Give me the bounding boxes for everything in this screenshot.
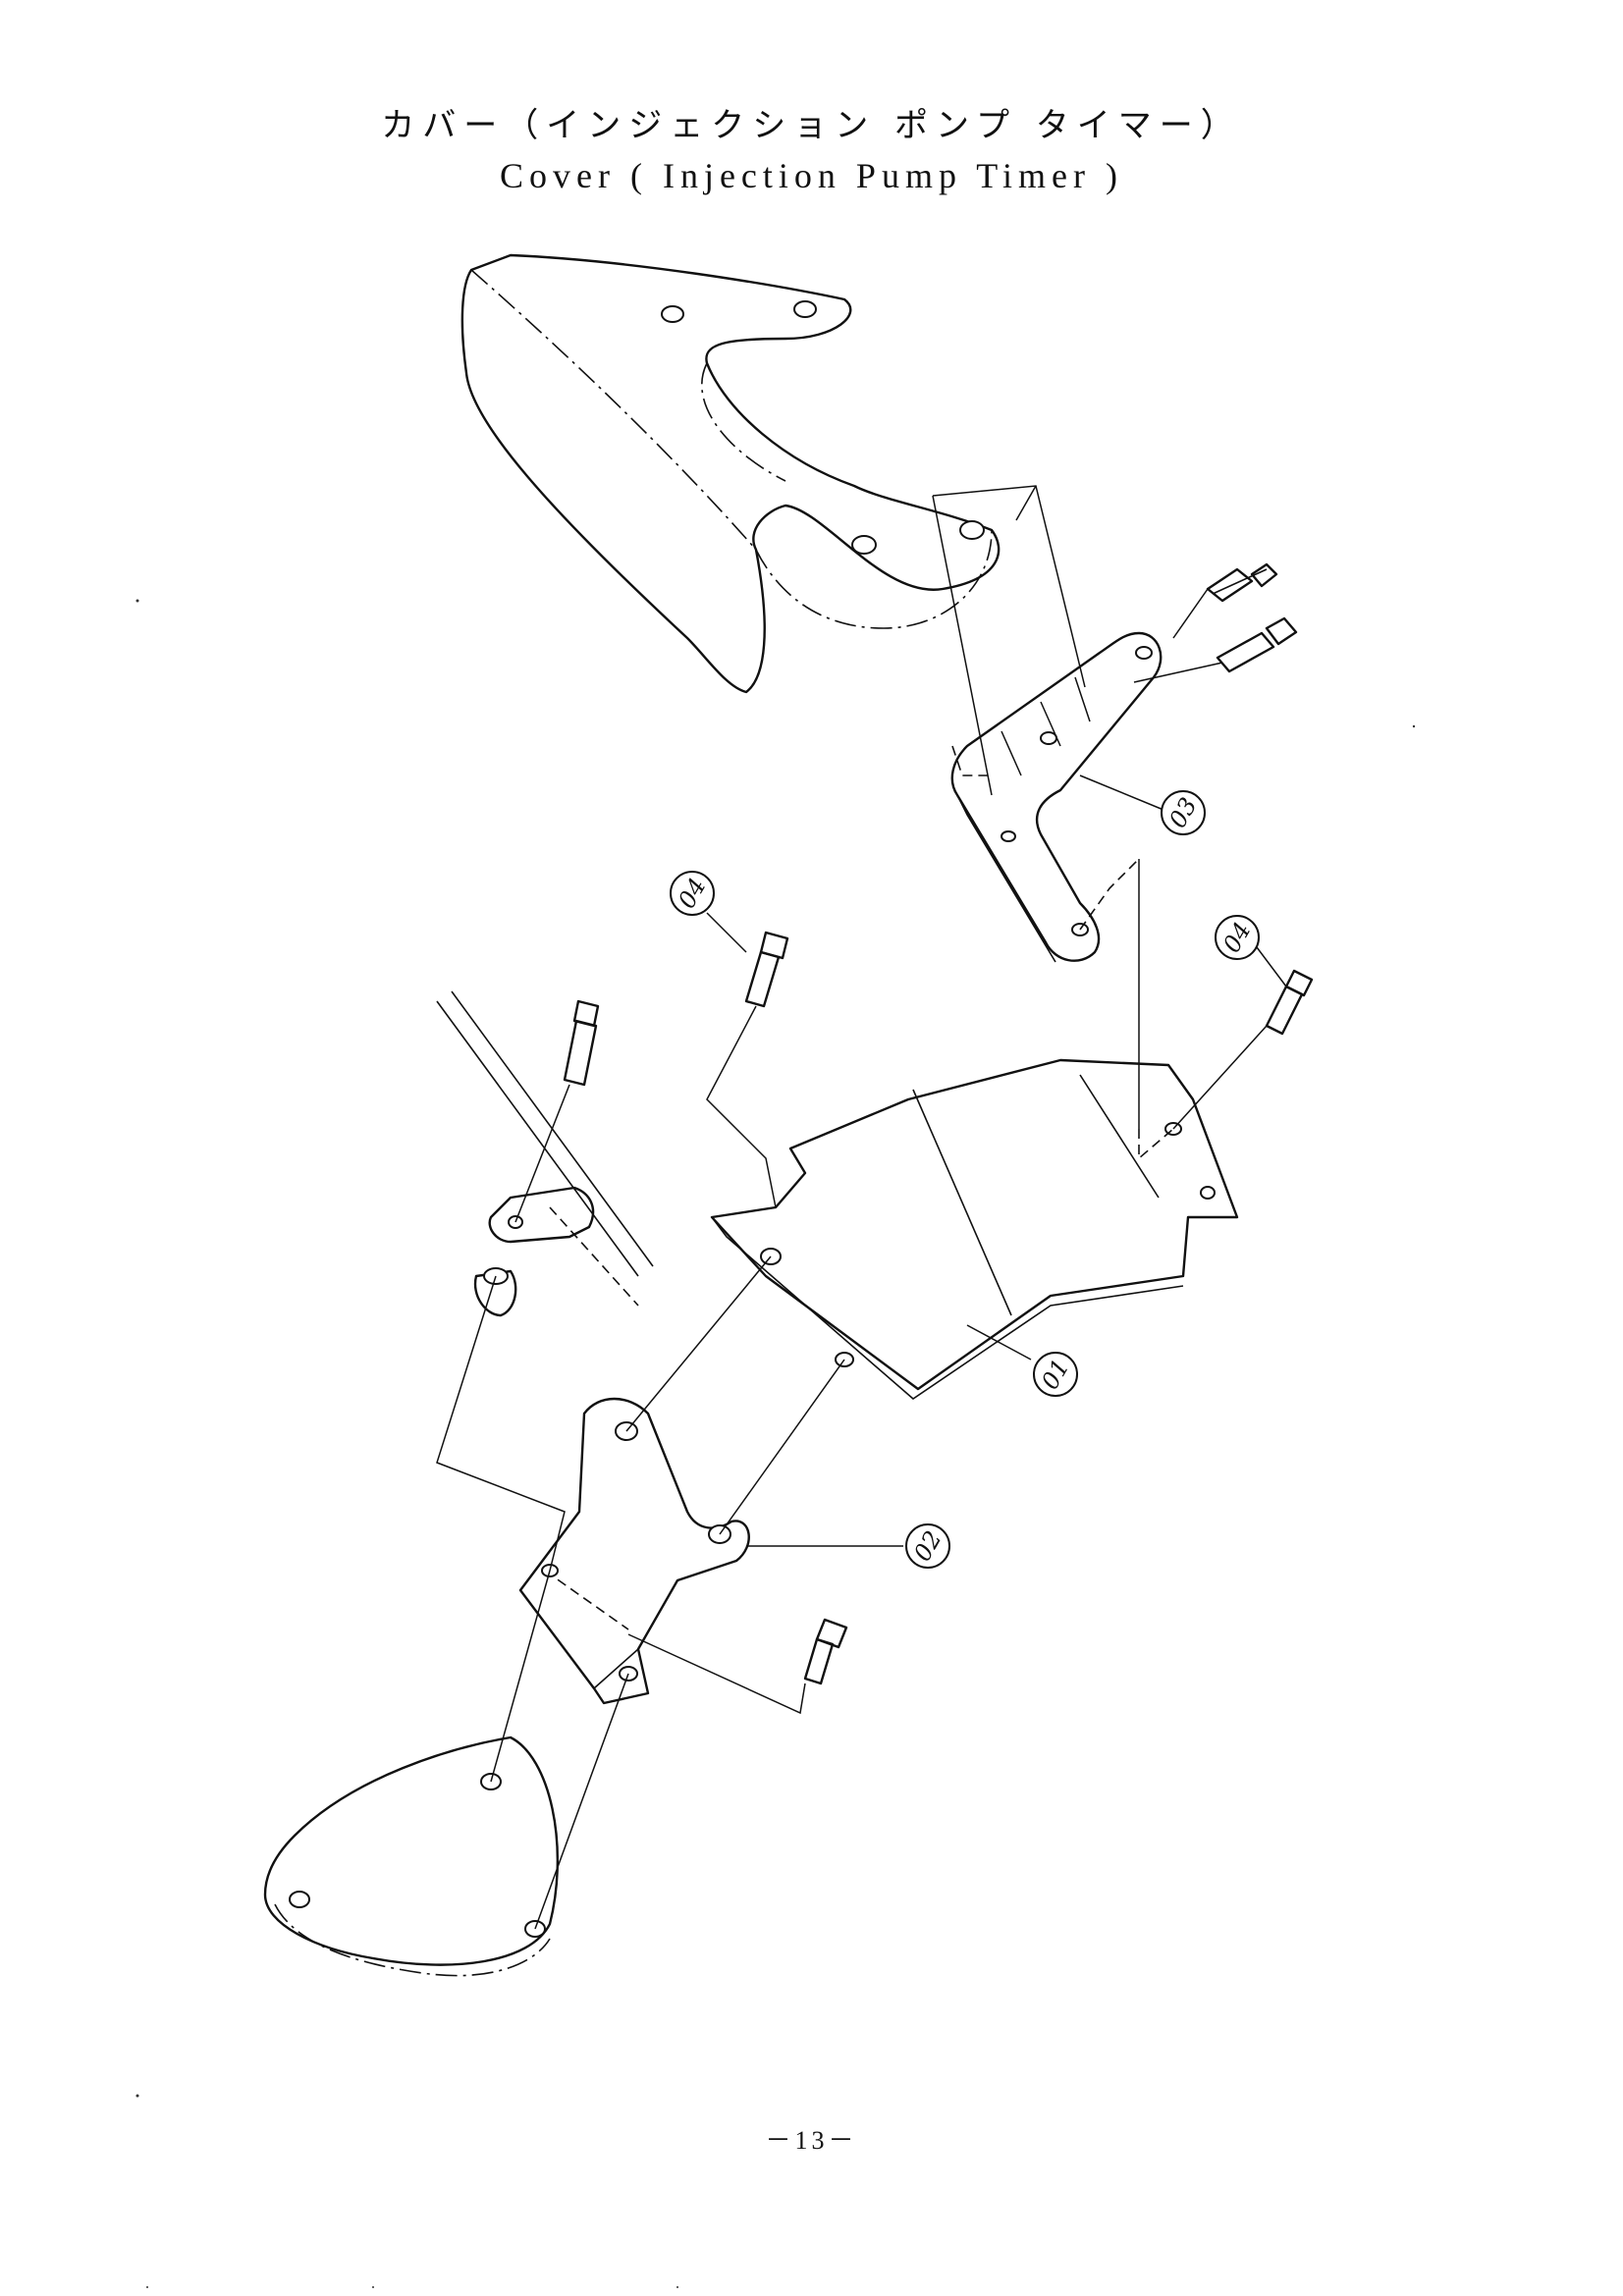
hex-bolt-04-right [1265, 969, 1314, 1036]
callout-02: 02 [905, 1523, 950, 1569]
hex-bolt-top-left [563, 999, 600, 1087]
diagram-title-japanese: カバー（インジェクション ポンプ タイマー） [381, 106, 1242, 145]
main-cover-plate-01 [710, 1058, 1239, 1401]
spacer-collar-part [473, 1267, 517, 1317]
callout-01: 01 [1033, 1352, 1078, 1397]
hex-bolt-top-right [1206, 562, 1278, 603]
scan-specks [135, 599, 1416, 2288]
page-number: －13－ [765, 2126, 858, 2155]
callout-leaders [706, 774, 1287, 1547]
bracket-03-part [950, 631, 1163, 963]
callout-03: 03 [1161, 790, 1206, 835]
assembly-lines [436, 485, 1268, 1930]
bottom-round-cover [263, 1735, 560, 1977]
diagram-title-english: Cover ( Injection Pump Timer ) [500, 156, 1123, 195]
callout-04-center: 04 [670, 871, 715, 916]
hex-bolt-04-center [744, 931, 789, 1008]
top-cover-part [460, 253, 1001, 694]
callout-04-right: 04 [1215, 915, 1260, 960]
hex-bolt-middle-right [1216, 616, 1298, 673]
hex-bolt-lower [803, 1618, 848, 1685]
